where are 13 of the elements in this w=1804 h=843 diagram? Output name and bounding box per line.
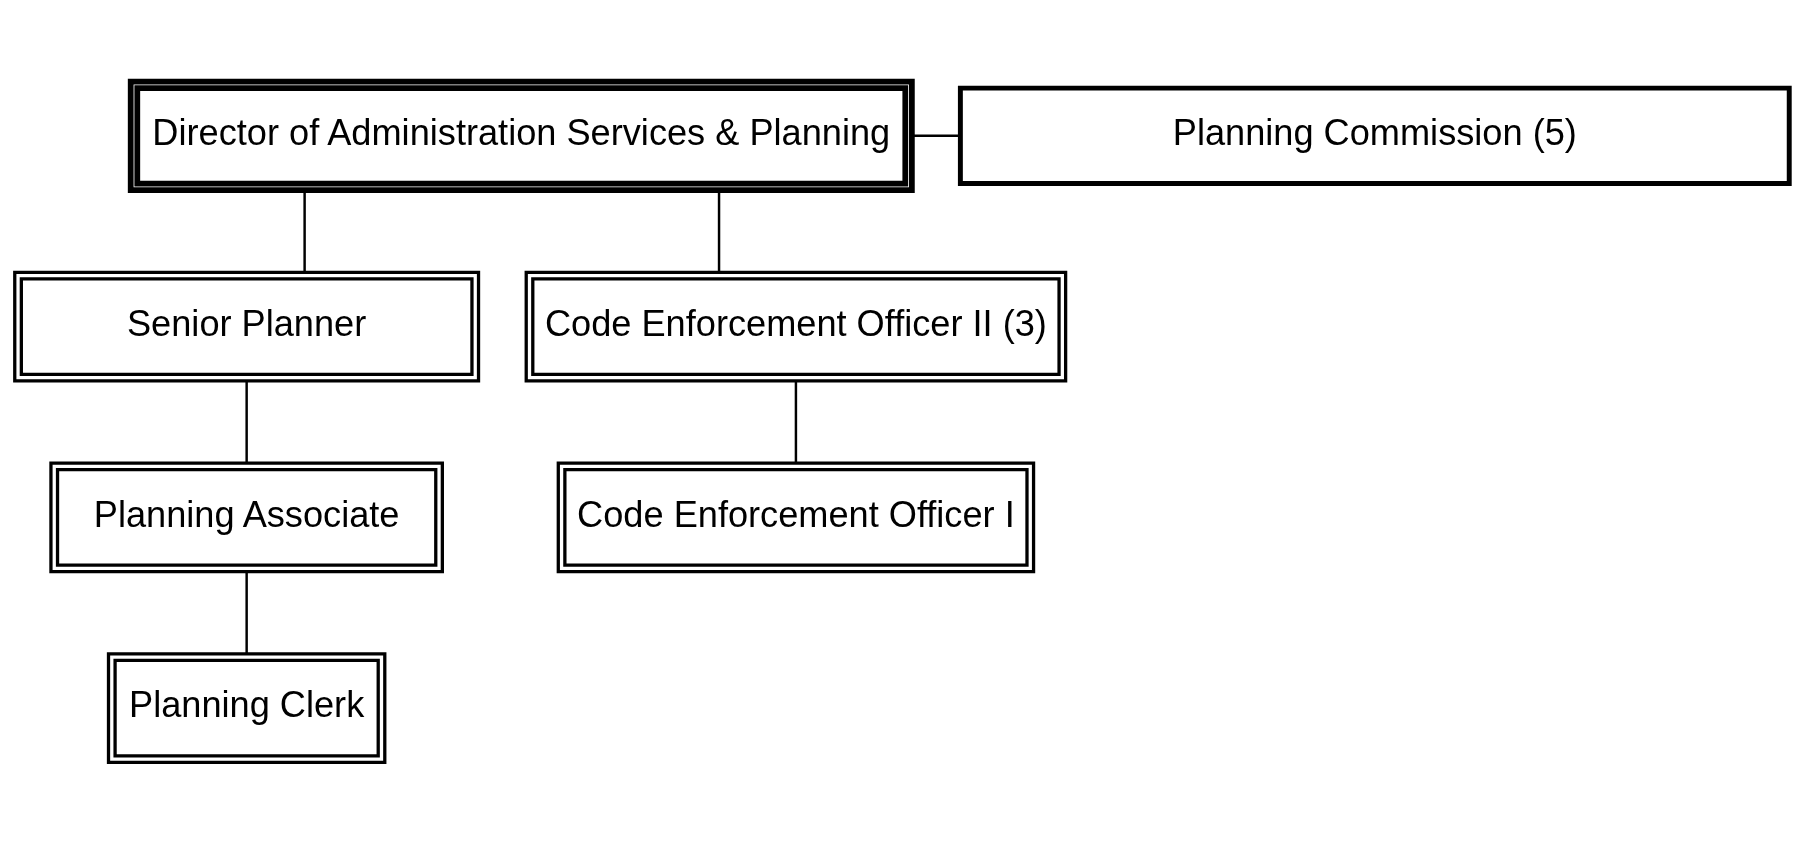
node-box: Director of Administration Services & Planning (127, 78, 915, 193)
connector (245, 571, 248, 653)
connector (717, 190, 721, 272)
node-box: Planning Commission (5) (957, 85, 1792, 186)
connector (794, 380, 798, 463)
node-box: Code Enforcement Officer II (3) (524, 270, 1068, 383)
connector (912, 134, 960, 137)
node-box: Code Enforcement Officer I (556, 460, 1036, 573)
connector (245, 380, 248, 463)
node-box: Planning Associate (49, 460, 444, 573)
node-box: Senior Planner (13, 270, 481, 383)
node-box: Planning Clerk (106, 651, 387, 764)
connector (303, 190, 306, 272)
